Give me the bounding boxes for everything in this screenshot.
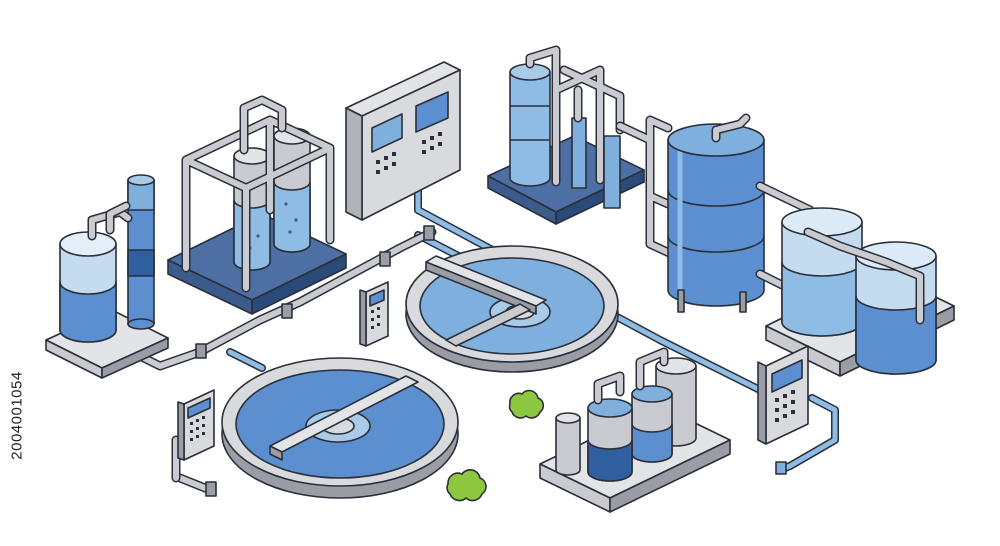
water-outlet-pipe [775,461,787,475]
stock-image-id: 2004001054 [6,300,28,530]
filter-vessels-icon [167,95,347,315]
stock-image-id-text: 2004001054 [8,370,26,460]
control-keypad-icon [359,281,389,347]
storage-tank-icon [59,231,117,343]
large-storage-tank [667,113,765,313]
clarifier-basin-icon [221,357,459,499]
grey-pipe-network [107,225,437,497]
control-keypad-icon [177,389,215,461]
control-cabinet-icon [345,61,461,221]
filtration-skid [539,347,731,513]
dosing-station-icon [487,45,645,225]
control-keypad-icon [757,345,809,445]
intake-tank-unit [45,174,169,379]
shrub-icon [508,389,545,419]
column-tank-icon [127,174,155,330]
twin-tank-unit [765,207,955,377]
clarifier-basin-icon [405,245,619,373]
shrub-icon [446,469,487,502]
